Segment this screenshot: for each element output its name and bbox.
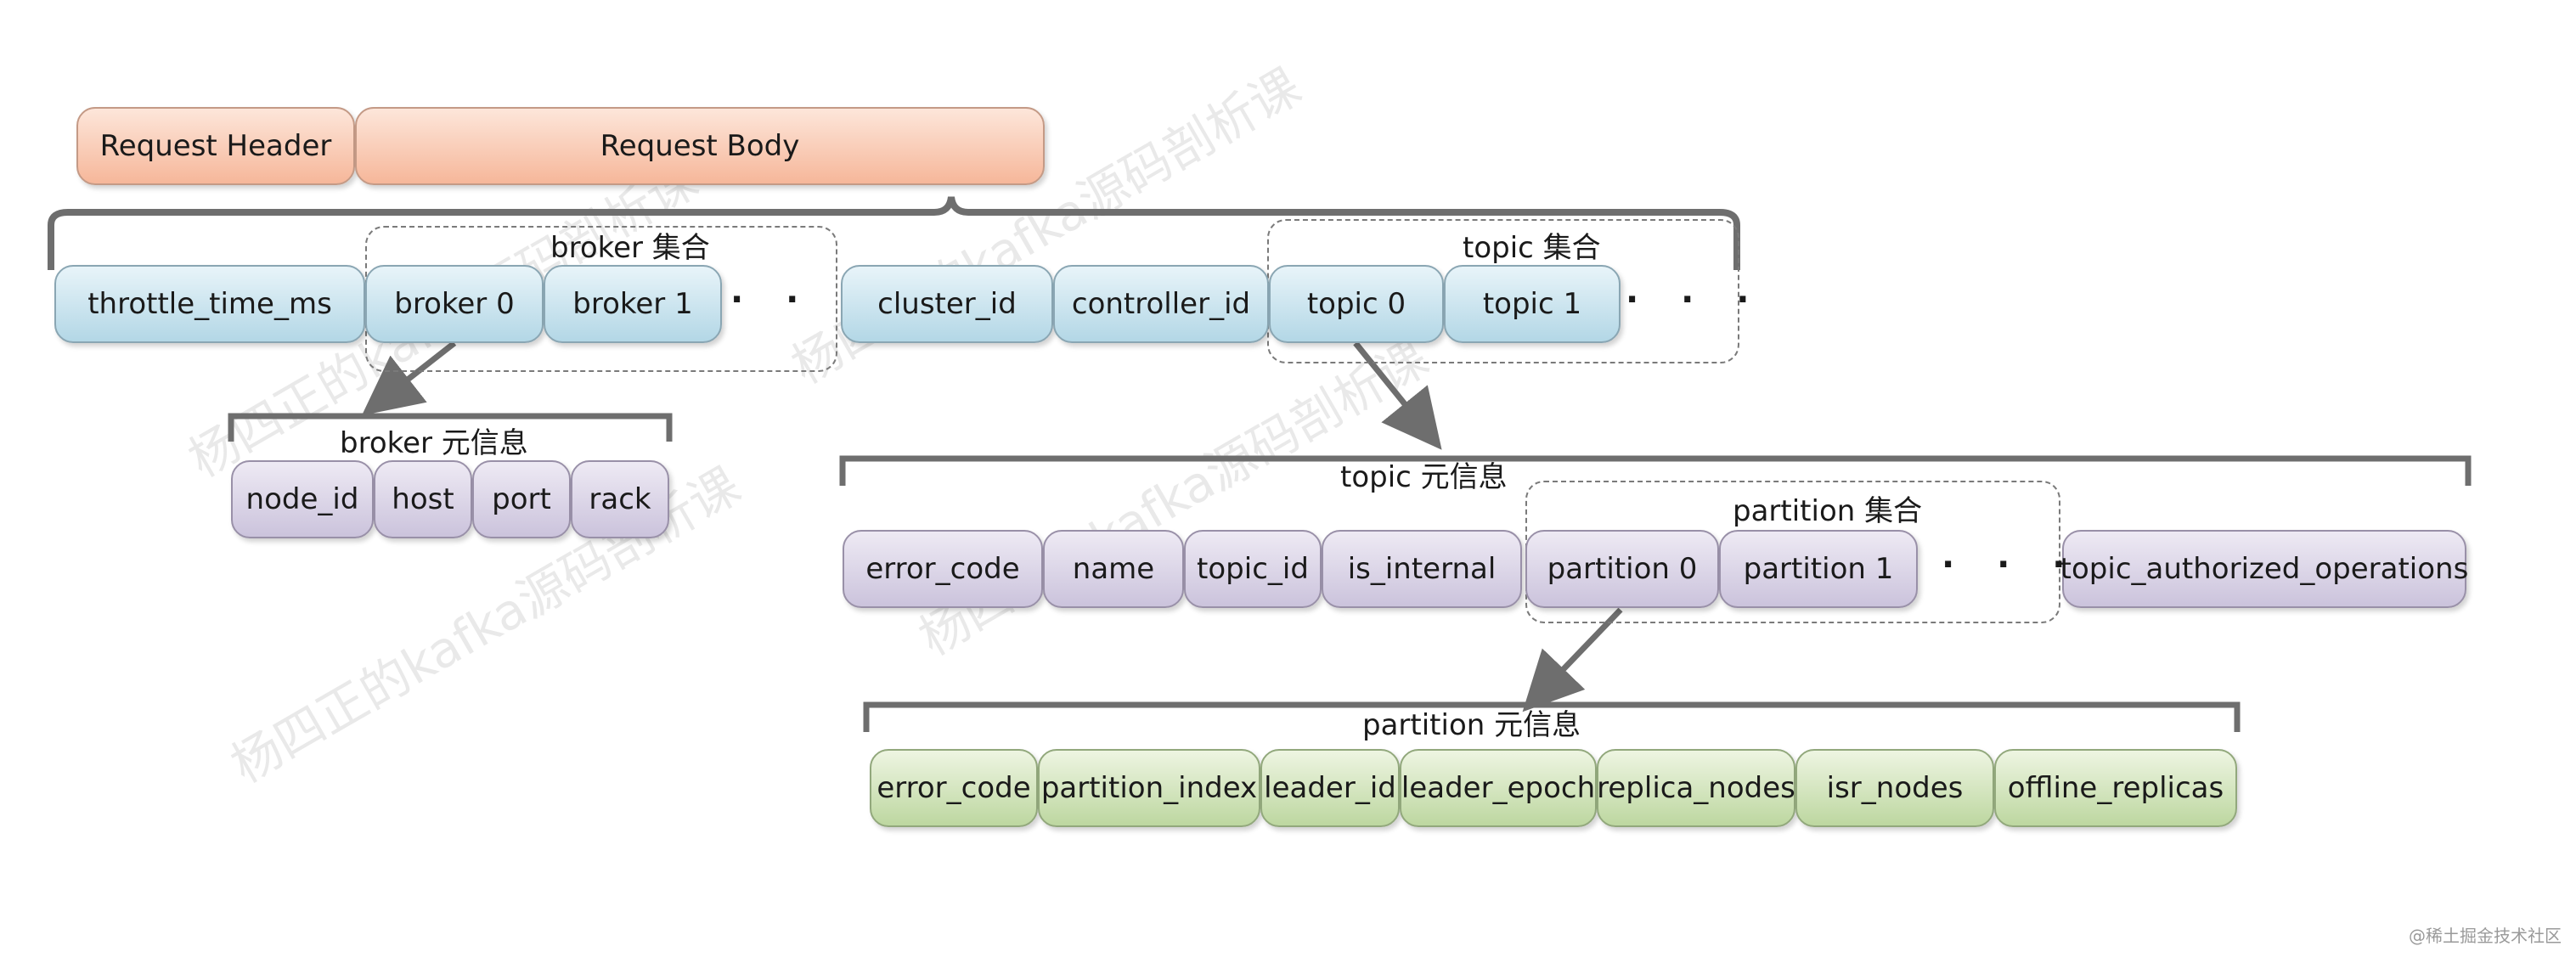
request-header-box: Request Header (76, 107, 355, 185)
broker-meta-field: node_id (231, 460, 374, 538)
partition-meta-field: error_code (870, 749, 1038, 827)
topic-meta-field: error_code (843, 530, 1043, 608)
cluster-id-field: cluster_id (841, 265, 1053, 343)
throttle-time-ms-field: throttle_time_ms (54, 265, 365, 343)
topic0-arrow (1353, 341, 1442, 450)
topic-set-label: topic 集合 (1463, 231, 1601, 265)
partition-meta-field: partition_index (1038, 749, 1260, 827)
broker-ellipsis: · · · (730, 280, 870, 319)
topic-meta-field: topic_id (1184, 530, 1322, 608)
partition0-arrow (1522, 607, 1623, 712)
broker-0-field: broker 0 (365, 265, 544, 343)
broker0-arrow (361, 341, 457, 416)
source-credit: @稀土掘金技术社区 (2409, 926, 2562, 946)
topic-authorized-operations-field: topic_authorized_operations (2060, 530, 2468, 608)
broker-meta-field: port (472, 460, 571, 538)
broker-set-label: broker 集合 (550, 231, 710, 265)
partition-meta-title: partition 元信息 (1362, 708, 1581, 742)
partition-ellipsis: · · · (1942, 545, 2081, 584)
partition-meta-field: leader_id (1260, 749, 1400, 827)
broker-meta-title: broker 元信息 (340, 426, 528, 460)
topic-meta-field: is_internal (1322, 530, 1522, 608)
topic-0-field: topic 0 (1269, 265, 1444, 343)
partition-meta-field: leader_epoch (1400, 749, 1597, 827)
broker-meta-bracket (228, 413, 673, 442)
partition-meta-field: offline_replicas (1994, 749, 2237, 827)
request-body-brace (48, 196, 1740, 270)
partition-1-field: partition 1 (1719, 530, 1918, 608)
topic-meta-field: name (1043, 530, 1184, 608)
partition-set-label: partition 集合 (1733, 494, 1923, 528)
controller-id-field: controller_id (1053, 265, 1269, 343)
topic-1-field: topic 1 (1444, 265, 1621, 343)
topic-ellipsis: · · · (1626, 280, 1765, 319)
broker-meta-field: host (374, 460, 472, 538)
request-body-box: Request Body (355, 107, 1045, 185)
topic-meta-bracket (839, 455, 2472, 486)
topic-meta-title: topic 元信息 (1340, 460, 1508, 494)
broker-1-field: broker 1 (544, 265, 722, 343)
partition-meta-field: isr_nodes (1795, 749, 1994, 827)
partition-meta-field: replica_nodes (1597, 749, 1795, 827)
broker-meta-field: rack (571, 460, 669, 538)
partition-0-field: partition 0 (1525, 530, 1719, 608)
